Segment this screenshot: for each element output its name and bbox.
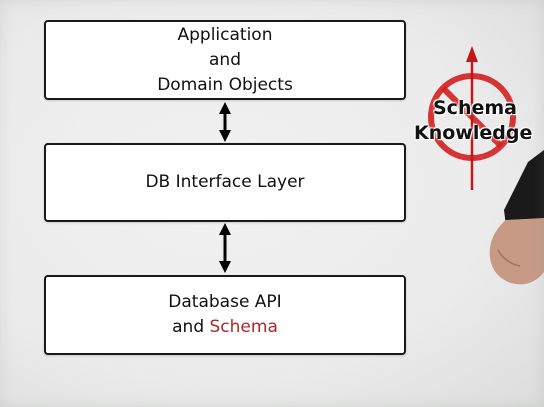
schema-label: Schema xyxy=(433,97,517,119)
presenter-arm xyxy=(489,150,544,285)
and-label: and xyxy=(209,49,241,70)
database-api-label: Database API xyxy=(168,292,282,312)
domain-objects-label: Domain Objects xyxy=(157,74,293,95)
application-label: Application xyxy=(177,24,273,45)
up-arrow-icon xyxy=(466,46,478,190)
and-schema-line: and Schema xyxy=(172,315,278,340)
schema-accent-label: Schema xyxy=(209,317,278,337)
double-arrow-icon xyxy=(219,223,231,273)
application-domain-box: Application and Domain Objects xyxy=(44,20,406,100)
db-interface-label: DB Interface Layer xyxy=(145,172,305,192)
db-interface-layer-box: DB Interface Layer xyxy=(44,143,406,222)
and-prefix: and xyxy=(172,317,210,337)
double-arrow-icon xyxy=(219,102,231,142)
database-api-box: Database API and Schema xyxy=(44,275,406,355)
knowledge-label: Knowledge xyxy=(414,122,533,144)
